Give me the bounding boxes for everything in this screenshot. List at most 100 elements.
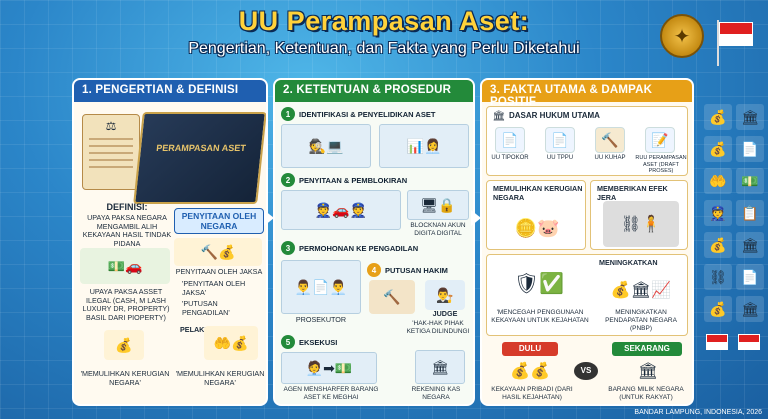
step-label: PERMOHONAN KE PENGADILAN bbox=[299, 243, 419, 253]
step-label: EKSEKUSI bbox=[299, 337, 338, 347]
bank-icon: 🏛 bbox=[492, 110, 506, 122]
panel-pengertian: 1. PENGERTIAN & DEFINISI ⚖ PERAMPASAN AS… bbox=[72, 78, 268, 406]
page-title: UU Perampasan Aset: bbox=[238, 6, 530, 36]
card1-caption: 'MENCEGAH PENGGUNAAN KEKAYAAN UNTUK KEJA… bbox=[491, 309, 589, 324]
card-meningkatkan: MENINGKATKAN 🛡✅ 💰🏛📈 'MENCEGAH PENGGUNAAN… bbox=[486, 254, 688, 336]
card1-title: MEMULIHKAN KERUGIAN NEGARA bbox=[493, 184, 583, 202]
bank-icon: 🏛 bbox=[415, 350, 465, 384]
investigation-scene: 🕵️💻 bbox=[281, 124, 371, 168]
garuda-emblem-icon: ✦ bbox=[660, 14, 704, 58]
step5-caption-1: AGEN MENSHARFER BARANG ASET KE MEGHAI bbox=[283, 386, 379, 401]
handcuffs-icon: ⛓ bbox=[704, 264, 732, 290]
step-label: PUTUSAN HAKIM bbox=[385, 265, 448, 275]
footer-location: BANDAR LAMPUNG, INDONESIA, 2026 bbox=[634, 409, 762, 416]
blocked-account-icon: 🖥🔒 bbox=[407, 190, 469, 220]
document-icon: 📋 bbox=[736, 200, 764, 226]
indonesia-flag-icon bbox=[719, 22, 753, 46]
gavel-icon: 🔨 bbox=[369, 280, 415, 314]
judge-icon: 👨‍⚖️ bbox=[425, 280, 465, 310]
dasar-hukum-card: DASAR HUKUM UTAMA 🏛 📄 📄 🔨 📝 UU TIPOKOR U… bbox=[486, 106, 688, 176]
police-icon: 👮 bbox=[704, 200, 732, 226]
step-number: 3 bbox=[281, 241, 295, 255]
pelaku-label: PELAKU bbox=[180, 325, 210, 334]
panel-heading: 1. PENGERTIAN & DEFINISI bbox=[74, 80, 266, 102]
dulu-badge: DULU bbox=[502, 342, 558, 356]
money-bag-icon: 💰💰 bbox=[510, 363, 550, 380]
law-4: RUU PERAMPASAN ASET (DRAFT PROSES) bbox=[635, 155, 687, 175]
panel-fakta: 3. FAKTA UTAMA & DAMPAK POSITIF DASAR HU… bbox=[480, 78, 694, 406]
card2-title: MEMBERIKAN EFEK JERA bbox=[597, 184, 668, 202]
step-1: 1 IDENTIFIKASI & PENYELIDIKAN ASET bbox=[281, 106, 435, 122]
scroll-icon: ⚖ bbox=[82, 114, 140, 190]
government-building-icon: 🏛 bbox=[637, 363, 659, 380]
step2-caption: BLOCKNAN AKUN DIGITA DIGITAL bbox=[410, 222, 466, 237]
law-2: UU TPPU bbox=[546, 155, 574, 161]
seizure-scene: 👮🚗👮 bbox=[281, 190, 401, 230]
definisi-label: DEFINISI: bbox=[106, 202, 148, 212]
panel-heading: 2. KETENTUAN & PROSEDUR bbox=[275, 80, 473, 102]
gavel-money-icon: 🔨💰 bbox=[174, 238, 262, 266]
card3-caption: MENINGKATKAN PENDAPATAN NEGARA (PNBP) bbox=[605, 309, 677, 332]
shield-check-icon: 🛡✅ bbox=[513, 272, 565, 295]
hands-money-icon: 🤲💰 bbox=[204, 326, 258, 360]
bank-icon: 🏛 bbox=[736, 104, 764, 130]
quote-jaksa: 'PENYITAAN OLEH JAKSA' bbox=[182, 279, 246, 297]
arrow-right-icon bbox=[264, 210, 274, 226]
penyitaan-box: PENYITAAN OLEH NEGARA bbox=[174, 208, 264, 234]
indonesia-flag-icon bbox=[706, 334, 728, 350]
cash-car-icon: 💵🚗 bbox=[80, 248, 170, 284]
analysis-scene: 📊👩‍💼 bbox=[379, 124, 469, 168]
definisi-text: UPAYA PAKSA NEGARA MENGAMBIL ALIH KEKAYA… bbox=[82, 213, 172, 248]
step4-caption: 'HAK-HAK PIHAK KETIGA DILINDUNGI bbox=[406, 320, 470, 335]
indonesia-flag-icon bbox=[738, 334, 760, 350]
penyitaan-caption: PENYITAAN OLEH JAKSA bbox=[175, 267, 263, 276]
money-bag-icon: 💰 bbox=[104, 330, 144, 360]
step-5: 5 EKSEKUSI bbox=[281, 334, 337, 350]
document-icon: 📄 bbox=[736, 264, 764, 290]
step-label: PENYITAAN & PEMBLOKIRAN bbox=[299, 175, 408, 185]
bottom-left-text: 'MEMULIHKAN KERUGIAN NEGARA' bbox=[80, 369, 170, 387]
hand-money-icon: 🤲 bbox=[704, 168, 732, 194]
prosecutor-scene: 👨‍💼📄👨‍💼 bbox=[281, 260, 361, 314]
document-icon: 📄 bbox=[495, 127, 525, 153]
card-memulihkan: MEMULIHKAN KERUGIAN NEGARA 🪙🐷 bbox=[486, 180, 586, 250]
bank-growth-icon: 💰🏛📈 bbox=[610, 282, 672, 299]
dulu-caption: KEKAYAAN PRIBADI (DARI HASIL KEJAHATAN) bbox=[491, 386, 573, 401]
money-bag-icon: 💰 bbox=[704, 296, 732, 322]
bottom-right-text: 'MEMULIHKAN KERUGIAN NEGARA' bbox=[175, 369, 265, 387]
arrow-right-icon bbox=[471, 210, 481, 226]
prison-icon: ⛓🧍 bbox=[603, 201, 679, 247]
quote-pengadilan: 'PUTUSAN PENGADILAN' bbox=[182, 299, 230, 317]
money-bag-icon: 💰 bbox=[704, 232, 732, 258]
step-number: 1 bbox=[281, 107, 295, 121]
cash-stack-icon: 💵 bbox=[736, 168, 764, 194]
document-pen-icon: 📝 bbox=[645, 127, 675, 153]
dasar-title: DASAR HUKUM UTAMA bbox=[509, 111, 600, 120]
step-label: IDENTIFIKASI & PENYELIDIKAN ASET bbox=[299, 109, 436, 119]
document-icon: 📄 bbox=[736, 136, 764, 162]
asset-text: UPAYA PAKSA ASSET ILEGAL (CASH, M LASH L… bbox=[82, 287, 170, 322]
law-3: UU KUHAP bbox=[594, 155, 626, 161]
vs-badge: VS bbox=[574, 362, 598, 380]
card3-title: MENINGKATKAN bbox=[599, 258, 658, 267]
step-3: 3 PERMOHONAN KE PENGADILAN bbox=[281, 240, 418, 256]
gavel-icon: 🔨 bbox=[595, 127, 625, 153]
sekarang-caption: BARANG MILIK NEGARA (UNTUK RAKYAT) bbox=[608, 386, 684, 401]
book-icon: PERAMPASAN ASET bbox=[133, 112, 266, 204]
step-number: 2 bbox=[281, 173, 295, 187]
sekarang-badge: SEKARANG bbox=[612, 342, 682, 356]
step-number: 5 bbox=[281, 335, 295, 349]
document-icon: 📄 bbox=[545, 127, 575, 153]
step-4: 4 PUTUSAN HAKIM bbox=[367, 262, 448, 278]
law-1: UU TIPOKOR bbox=[491, 155, 529, 161]
step5-caption-2: REKENING KAS NEGARA bbox=[411, 386, 461, 401]
transfer-scene: 🧑‍💼➡💵 bbox=[281, 352, 377, 384]
money-bag-icon: 💰 bbox=[704, 136, 732, 162]
step-2: 2 PENYITAAN & PEMBLOKIRAN bbox=[281, 172, 407, 188]
step-number: 4 bbox=[367, 263, 381, 277]
step3-caption: PROSEKUTOR bbox=[295, 315, 347, 324]
bank-icon: 🏛 bbox=[736, 232, 764, 258]
panel-heading: 3. FAKTA UTAMA & DAMPAK POSITIF bbox=[482, 80, 692, 108]
header: UU Perampasan Aset: Pengertian, Ketentua… bbox=[0, 6, 768, 58]
penyitaan-title: PENYITAAN OLEH NEGARA bbox=[181, 211, 257, 232]
